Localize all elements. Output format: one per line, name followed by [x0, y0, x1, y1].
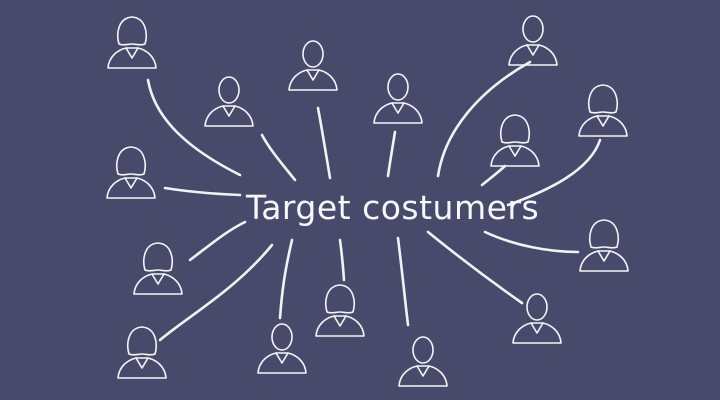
- connector-line: [188, 220, 247, 262]
- connector-line: [426, 230, 524, 305]
- connector-line: [506, 138, 602, 207]
- head-shape: [115, 146, 147, 176]
- person-female-icon: [315, 284, 365, 337]
- connector-line: [260, 133, 297, 182]
- connector-line: [396, 236, 410, 327]
- center-label: Target costumers: [246, 188, 540, 227]
- collar-shape: [151, 273, 165, 285]
- person-male-icon: [373, 73, 423, 124]
- collar-shape: [333, 315, 347, 327]
- connector-line: [480, 164, 507, 187]
- person-female-icon: [490, 114, 540, 167]
- head-shape: [412, 336, 434, 364]
- head-shape: [271, 323, 293, 351]
- collar-shape: [597, 250, 611, 262]
- head-shape: [587, 84, 619, 114]
- collar-shape: [275, 352, 289, 364]
- collar-shape: [135, 357, 149, 369]
- head-shape: [218, 76, 240, 104]
- collar-shape: [125, 47, 139, 59]
- person-female-icon: [117, 326, 167, 379]
- person-male-icon: [204, 76, 254, 127]
- connector-line: [158, 243, 274, 342]
- collar-shape: [306, 69, 320, 81]
- person-male-icon: [398, 336, 448, 387]
- person-female-icon: [578, 84, 628, 137]
- collar-shape: [391, 102, 405, 114]
- collar-shape: [508, 145, 522, 157]
- connector-line: [146, 78, 242, 177]
- head-shape: [324, 284, 356, 314]
- head-shape: [302, 40, 324, 68]
- person-male-icon: [512, 293, 562, 344]
- head-shape: [499, 114, 531, 144]
- person-male-icon: [257, 323, 307, 374]
- person-female-icon: [579, 219, 629, 272]
- connector-line: [483, 230, 580, 254]
- person-female-icon: [106, 146, 156, 199]
- connector-line: [278, 238, 294, 320]
- collar-shape: [596, 115, 610, 127]
- connector-line: [163, 186, 242, 197]
- collar-shape: [416, 365, 430, 377]
- connector-line: [316, 106, 332, 180]
- head-shape: [526, 293, 548, 321]
- head-shape: [588, 219, 620, 249]
- head-shape: [522, 15, 544, 43]
- collar-shape: [124, 177, 138, 189]
- head-shape: [387, 73, 409, 101]
- connector-line: [386, 130, 397, 178]
- connector-line: [436, 60, 532, 178]
- collar-shape: [530, 322, 544, 334]
- person-female-icon: [133, 242, 183, 295]
- head-shape: [116, 16, 148, 46]
- head-shape: [126, 326, 158, 356]
- person-male-icon: [508, 15, 558, 66]
- connector-line: [338, 238, 346, 282]
- connector-lines: [146, 60, 602, 342]
- collar-shape: [222, 105, 236, 117]
- head-shape: [142, 242, 174, 272]
- people-icons: [106, 15, 629, 387]
- person-female-icon: [107, 16, 157, 69]
- person-male-icon: [288, 40, 338, 91]
- collar-shape: [526, 44, 540, 56]
